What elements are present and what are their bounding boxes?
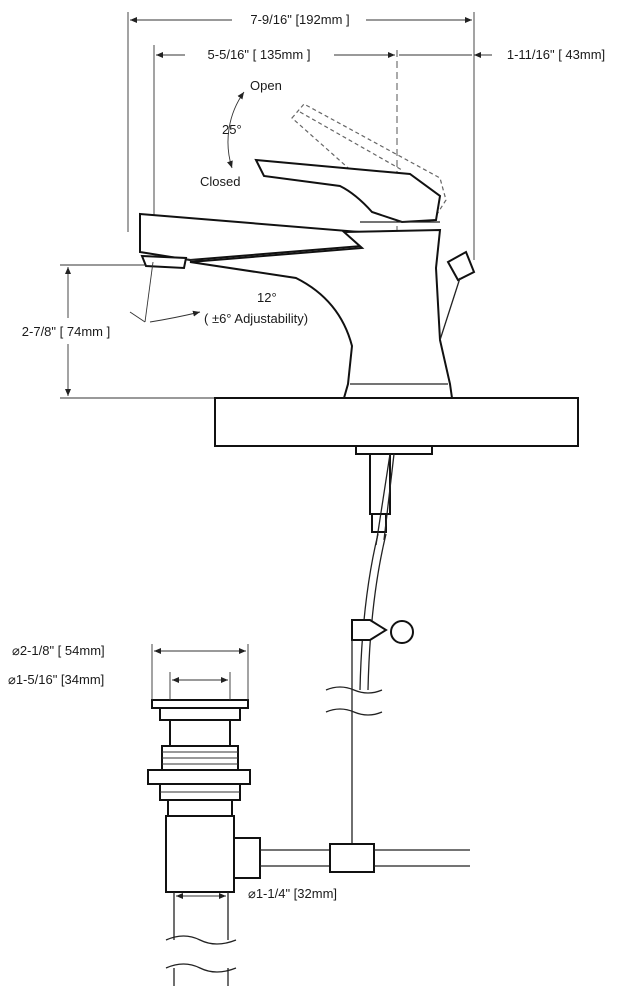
handle-angle-indicator: Open 25° Closed [200,78,282,189]
drain-opening-label: ⌀1-5/16" [34mm] [8,672,104,687]
handle-offset-label: 1-11/16" [ 43mm] [507,47,605,62]
drain-flange-dimension: ⌀2-1/8" [ 54mm] [12,643,249,700]
countertop [214,397,579,447]
overall-width-dimension: 7-9/16" [192mm ] [130,12,472,27]
spout-reach-dimension: 5-5/16" [ 135mm ] [156,47,395,62]
handle-offset-dimension: 1-11/16" [ 43mm] [399,47,605,62]
tailpiece-dimension: ⌀1-1/4" [32mm] [176,886,337,901]
drain-assembly [147,699,470,986]
spout-tilt-angle-label: 12° [257,290,277,305]
drain-opening-dimension: ⌀1-5/16" [34mm] [8,672,231,700]
faucet-body [139,158,476,399]
spout-height-dimension: 2-7/8" [ 74mm ] [22,267,110,396]
spout-tilt-indicator: 12° ( ±6° Adjustability) [129,261,308,326]
handle-angle-label: 25° [222,122,242,137]
supply-assembly [325,445,433,846]
handle-open-label: Open [250,78,282,93]
spout-reach-label: 5-5/16" [ 135mm ] [208,47,311,62]
spout-adjust-label: ( ±6° Adjustability) [204,311,308,326]
drain-flange-label: ⌀2-1/8" [ 54mm] [12,643,105,658]
overall-width-label: 7-9/16" [192mm ] [250,12,349,27]
spout-height-label: 2-7/8" [ 74mm ] [22,324,110,339]
tailpiece-label: ⌀1-1/4" [32mm] [248,886,337,901]
handle-closed-label: Closed [200,174,240,189]
